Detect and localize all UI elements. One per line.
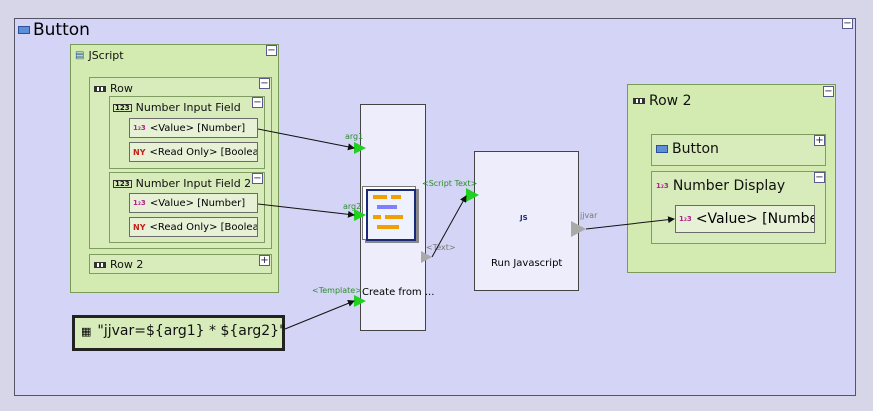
script-text-port[interactable] <box>466 188 479 202</box>
template-text-box[interactable]: ▦ "jjvar=${arg1} * ${arg2}" <box>72 315 286 351</box>
number-input-field-readonly-port[interactable]: NY <Read Only> [Boolean] <box>129 142 258 162</box>
jscript-collapse-button[interactable]: − <box>266 45 277 56</box>
row-2-title: Row 2 <box>633 93 691 109</box>
button-container-label: Button <box>33 20 90 40</box>
number-icon: 1₂3 <box>679 215 692 223</box>
text-icon: ▦ <box>81 324 92 338</box>
javascript-icon: JS <box>520 214 528 222</box>
button-container-collapse-button[interactable]: − <box>842 18 853 29</box>
row-2-button-panel[interactable] <box>651 134 826 166</box>
row-2-button-label: Button <box>672 141 719 157</box>
number-field-icon: 123 <box>113 103 132 112</box>
number-input-field-collapse-button[interactable]: − <box>252 97 263 108</box>
template-port-label: <Template> <box>312 286 362 295</box>
jscript-title: ▤ JScript <box>75 49 124 62</box>
row-2-button-expand-button[interactable]: + <box>814 135 825 146</box>
row-icon <box>633 98 645 104</box>
row-2-button-title: Button <box>656 141 719 157</box>
number-input-field-2-title: 123 Number Input Field 2 <box>113 177 251 190</box>
number-input-field-2-readonly-port[interactable]: NY <Read Only> [Boolean] <box>129 217 258 237</box>
button-container-title: Button <box>18 20 90 40</box>
row-icon <box>94 261 106 268</box>
value-port-label: <Value> [Number] <box>149 197 246 209</box>
number-field-icon: 123 <box>113 179 132 188</box>
boolean-icon: NY <box>133 222 146 232</box>
row-2-collapse-button[interactable]: − <box>823 86 834 97</box>
script-text-port-label: <Script Text> <box>422 179 478 188</box>
number-input-field-2-value-port[interactable]: 1₂3 <Value> [Number] <box>129 193 258 213</box>
arg1-port[interactable] <box>354 142 366 154</box>
row-label: Row <box>110 82 133 95</box>
text-out-port[interactable] <box>421 251 432 263</box>
row-collapse-button[interactable]: − <box>259 78 270 89</box>
row-2-expand-button[interactable]: + <box>259 255 270 266</box>
row-2-collapsed-title: Row 2 <box>94 258 143 271</box>
number-display-value-label: <Value> [Number] <box>695 211 814 227</box>
number-input-field-2-label: Number Input Field 2 <box>135 177 252 190</box>
create-from-label: Create from ... <box>362 287 435 298</box>
row-icon <box>94 85 106 92</box>
arg1-port-label: arg1 <box>345 132 364 141</box>
number-display-label: Number Display <box>672 178 786 194</box>
row-2-collapsed-panel[interactable] <box>89 254 272 274</box>
number-input-field-title: 123 Number Input Field <box>113 101 241 114</box>
number-input-field-2-collapse-button[interactable]: − <box>252 173 263 184</box>
number-icon: 1₂3 <box>656 182 669 190</box>
template-text: "jjvar=${arg1} * ${arg2}" <box>97 323 286 339</box>
value-port-label: <Value> [Number] <box>149 122 246 134</box>
jscript-label: JScript <box>88 49 124 62</box>
script-icon: ▤ <box>75 50 85 61</box>
row-title: Row <box>94 82 133 95</box>
button-icon <box>18 26 30 34</box>
code-icon <box>362 186 416 241</box>
readonly-port-label: <Read Only> [Boolean] <box>149 146 258 158</box>
run-javascript-node[interactable] <box>474 151 579 291</box>
number-icon: 1₂3 <box>133 124 146 132</box>
readonly-port-label: <Read Only> [Boolean] <box>149 221 258 233</box>
number-input-field-value-port[interactable]: 1₂3 <Value> [Number] <box>129 118 258 138</box>
arg2-port[interactable] <box>354 209 366 221</box>
template-port[interactable] <box>354 295 366 307</box>
number-input-field-label: Number Input Field <box>135 101 241 114</box>
button-icon <box>656 145 668 153</box>
number-display-title: 1₂3 Number Display <box>656 178 785 194</box>
jjvar-port-label: jjvar <box>580 211 598 220</box>
row-2-collapsed-label: Row 2 <box>110 258 144 271</box>
run-javascript-label: Run Javascript <box>491 258 563 269</box>
row-2-label: Row 2 <box>649 93 692 109</box>
jjvar-port[interactable] <box>571 221 586 237</box>
number-display-value-port[interactable]: 1₂3 <Value> [Number] <box>675 205 815 233</box>
number-icon: 1₂3 <box>133 199 146 207</box>
boolean-icon: NY <box>133 147 146 157</box>
number-display-collapse-button[interactable]: − <box>814 172 825 183</box>
